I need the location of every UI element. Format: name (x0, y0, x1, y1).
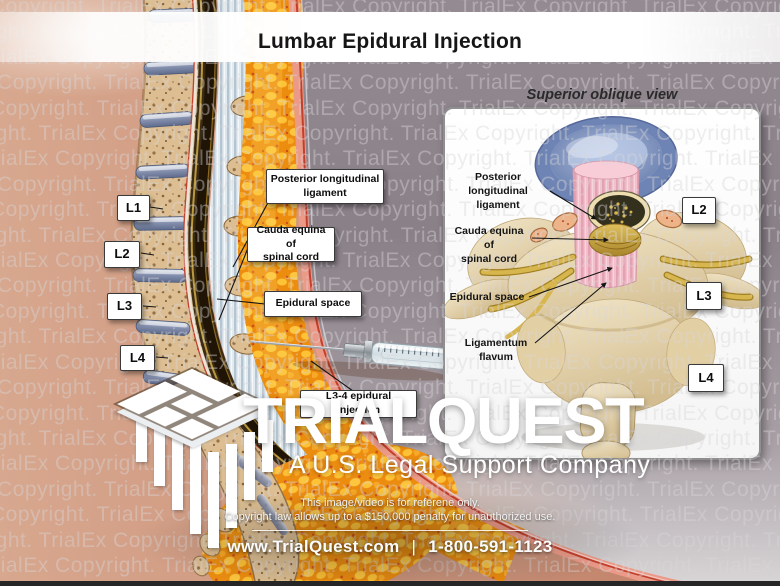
title-band (0, 12, 780, 62)
callout-text: ligament (303, 186, 347, 199)
inset-label-text: spinal cord (460, 253, 517, 266)
callout-l3-4-epidural-injection: L3-4 epidural injection (300, 390, 417, 418)
disclaimer-line-2: Copyright law allows up to a $150,000 pe… (224, 511, 556, 523)
inset-label-cauda-equina: Cauda equina of spinal cord (449, 224, 529, 267)
inset-label-epidural-space: Epidural space (446, 290, 528, 304)
callout-text: Epidural space (275, 297, 351, 310)
page-title: Lumbar Epidural Injection (257, 30, 523, 53)
callout-text: spinal cord (262, 251, 319, 264)
inset-vertebra-label-l3: L3 (686, 282, 722, 310)
website-text: www.TrialQuest.com (227, 537, 400, 556)
inset-label-text: Epidural space (449, 291, 525, 303)
inset-label-ligamentum-flavum: Ligamentum flavum (458, 336, 534, 364)
contact-bar: www.TrialQuest.com | 1-800-591-1123 (0, 537, 780, 557)
footer-shade (140, 488, 640, 580)
vertebra-label-l3: L3 (107, 293, 142, 320)
disclaimer-line-1: This image/video is for referene only. (300, 497, 480, 509)
phone-text: 1-800-591-1123 (428, 537, 553, 556)
contact-separator: | (411, 537, 417, 556)
inset-label-text: Cauda equina of (454, 225, 524, 252)
vertebra-label-l2: L2 (104, 241, 140, 268)
callout-posterior-longitudinal-ligament: Posterior longitudinal ligament (266, 169, 384, 204)
inset-label-text: ligament (476, 199, 520, 212)
inset-label-posterior-longitudinal-ligament: Posterior longitudinal ligament (447, 170, 549, 213)
inset-vertebra-label-l2: L2 (682, 197, 716, 224)
inset-label-text: flavum (479, 351, 513, 364)
footer-divider (252, 530, 528, 531)
bottom-border (0, 581, 780, 586)
callout-cauda-equina: Cauda equina of spinal cord (247, 224, 335, 264)
inset-label-text: Ligamentum (464, 337, 528, 349)
callout-text: L3-4 epidural injection (325, 390, 392, 416)
inset-label-text: Posterior longitudinal (468, 171, 528, 198)
vertebra-label-l4: L4 (120, 345, 155, 371)
callout-epidural-space: Epidural space (264, 291, 362, 317)
callout-text: Cauda equina of (256, 224, 326, 250)
inset-caption: Superior oblique view (526, 87, 678, 103)
vertebra-label-l1: L1 (117, 195, 150, 221)
inset-vertebra-label-l4: L4 (688, 364, 724, 392)
callout-text: Posterior longitudinal (270, 172, 380, 185)
